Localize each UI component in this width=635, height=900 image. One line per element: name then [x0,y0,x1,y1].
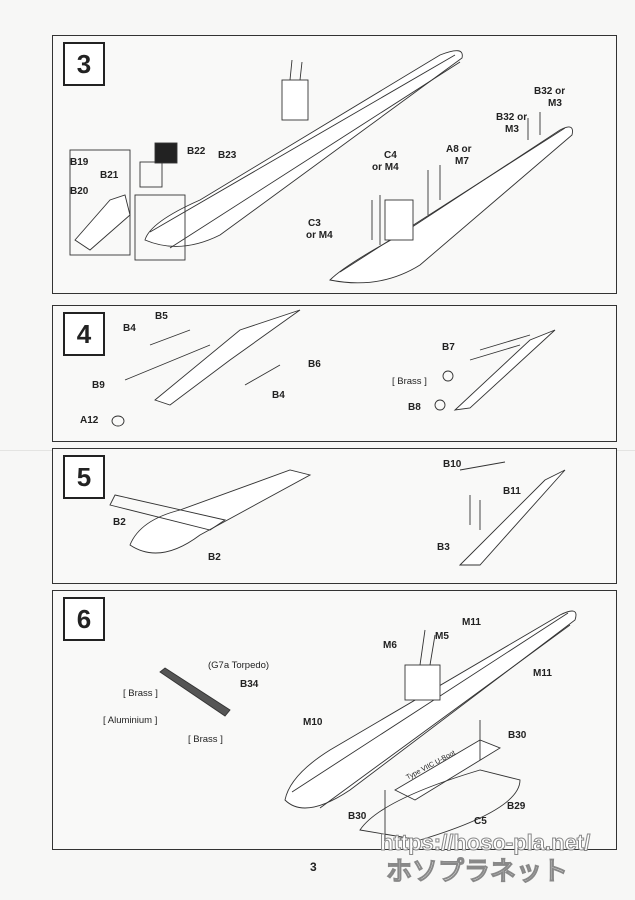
part-label: B2 [208,552,221,563]
part-label: B23 [218,150,237,161]
part-label: B21 [100,170,119,181]
submarine-on-stand-step6 [159,610,577,841]
material-label: [ Aluminium ] [103,715,158,726]
part-label: B20 [70,186,89,197]
step-number: 4 [63,312,105,356]
part-label: or M4 [306,230,333,241]
part-label: M5 [435,631,449,642]
part-label: M10 [303,717,323,728]
part-label: M6 [383,640,397,651]
part-label: B11 [503,486,521,497]
part-label: B3 [437,542,450,553]
stern-assembly-step5 [109,461,566,566]
page-number: 3 [310,860,317,874]
part-label: A8 or [446,144,472,155]
part-label: or M4 [372,162,399,173]
material-label: [ Brass ] [188,734,223,745]
part-label: B29 [507,801,526,812]
part-label: B34 [240,679,259,690]
part-label: B4 [123,323,136,334]
submarine-hull-step3-right [329,112,573,284]
part-label: B6 [308,359,321,370]
part-label: B9 [92,380,105,391]
step-6-panel: 6 [52,590,617,850]
part-label: C4 [384,150,397,161]
part-label: B4 [272,390,285,401]
part-label: B32 or [496,112,528,123]
part-label: B22 [187,146,206,157]
part-label: C3 [308,218,321,229]
rudder-assembly-step4 [111,309,556,427]
part-label: M11 [533,668,552,679]
step-number: 5 [63,455,105,499]
step-number: 6 [63,597,105,641]
torpedo-caption: (G7a Torpedo) [208,660,270,671]
part-label: C5 [474,816,487,827]
step-3-panel: 3 [52,35,617,294]
part-label: B30 [348,811,367,822]
part-label: B32 or [534,86,566,97]
part-label: M3 [505,124,519,135]
part-label: M7 [455,156,469,167]
material-label: [ Brass ] [392,376,427,387]
part-label: A12 [80,415,99,426]
part-label: M11 [462,617,481,628]
part-label: M3 [548,98,562,109]
step-4-panel: 4 [52,305,617,442]
part-label: B7 [442,342,455,353]
part-label: B8 [408,402,421,413]
part-label: B5 [155,311,168,322]
step-number: 3 [63,42,105,86]
part-label: B2 [113,517,126,528]
part-label: B19 [70,157,89,168]
part-label: B10 [443,459,462,470]
material-label: [ Brass ] [123,688,158,699]
submarine-hull-step3-left [69,50,463,261]
watermark-name: ホソプラネット [385,856,569,887]
part-label: B30 [508,730,527,741]
watermark-url: https://hoso-pla.net/ [379,830,591,856]
